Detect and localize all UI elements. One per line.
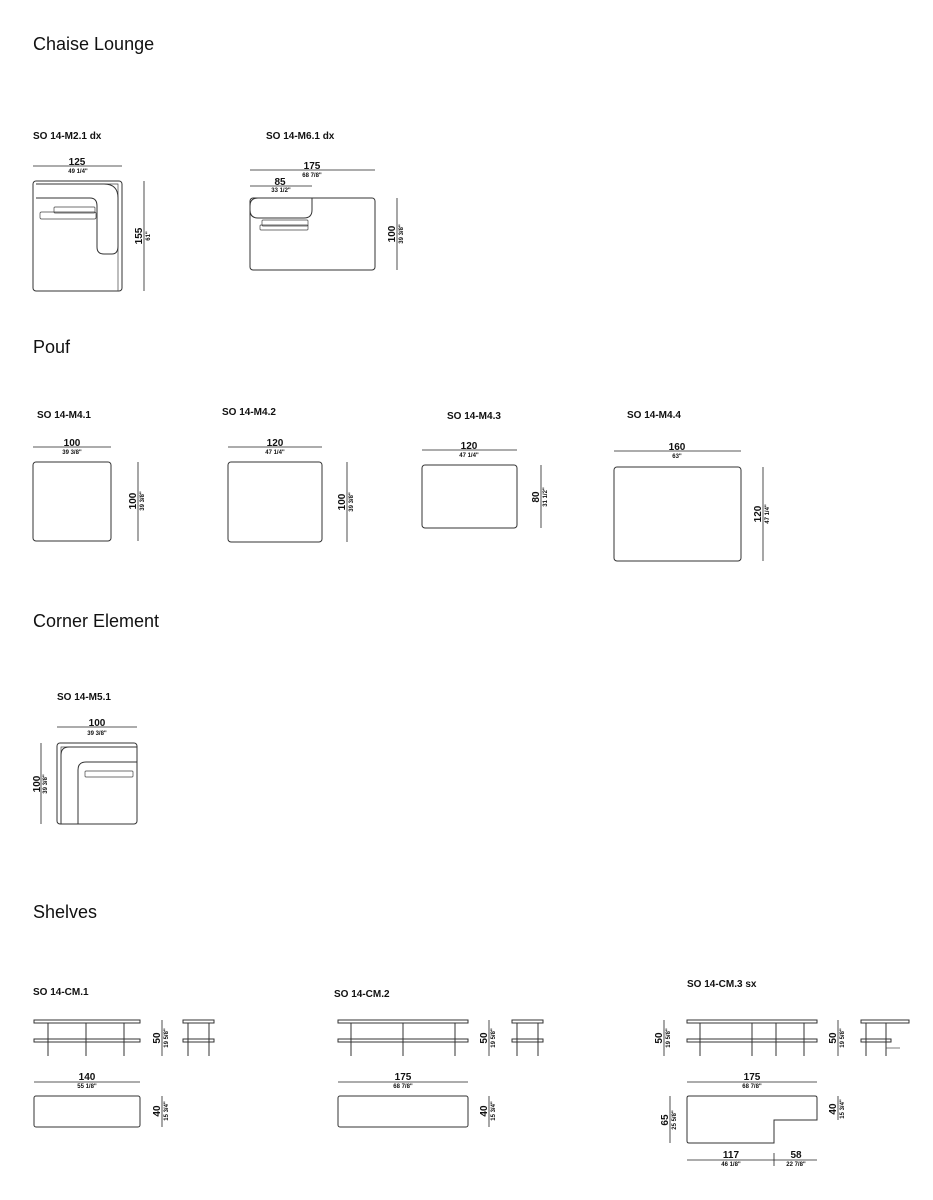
dim-width: 100 [89, 718, 106, 729]
dim-depth-inch: 39 3/8" [399, 224, 405, 244]
product-code-so14-m4-4: SO 14-M4.4 [627, 410, 681, 421]
dim-depth-inch: 15 3/4" [491, 1101, 497, 1121]
section-title-pouf: Pouf [33, 337, 71, 357]
drawing-so14-m4-1: 100 39 3/8" 100 39 3/8" [32, 438, 146, 542]
product-code-so14-m6-1-dx: SO 14-M6.1 dx [266, 131, 335, 142]
drawing-so14-m4-4: 160 63" 120 47 1/4" [613, 442, 771, 562]
dim-width: 175 [395, 1072, 412, 1083]
dim-depth: 155 [134, 227, 145, 244]
drawing-so14-m4-2: 120 47 1/4" 100 39 3/8" [227, 438, 355, 543]
dim-width: 175 [744, 1072, 761, 1083]
dim-seat: 85 [274, 177, 286, 188]
dim-height-right-inch: 19 5/8" [840, 1028, 846, 1048]
dim-depth: 100 [387, 225, 398, 242]
product-code-so14-m2-1-dx: SO 14-M2.1 dx [33, 131, 102, 142]
dim-width-inch: 68 7/8" [742, 1084, 762, 1090]
dim-height-left: 50 [654, 1032, 665, 1044]
dim-width-inch: 63" [672, 454, 682, 460]
dim-segment-a-inch: 46 1/8" [721, 1162, 741, 1168]
dim-seat-inch: 33 1/2" [271, 188, 291, 194]
drawing-so14-m5-1: 100 39 3/8" 100 39 3/8" [32, 718, 138, 825]
dim-depth: 100 [337, 493, 348, 510]
dim-width-inch: 39 3/8" [62, 450, 82, 456]
dim-depth-inch: 31 1/2" [543, 487, 549, 507]
dim-depth-inch: 39 3/8" [43, 774, 49, 794]
dim-height: 50 [152, 1032, 163, 1044]
dim-segment-b: 58 [790, 1150, 802, 1161]
dim-width-inch: 47 1/4" [265, 450, 285, 456]
dim-width-inch: 68 7/8" [302, 173, 322, 179]
dim-height-inch: 19 5/8" [491, 1028, 497, 1048]
dim-segment-b-inch: 22 7/8" [786, 1162, 806, 1168]
dim-depth-inch: 15 3/4" [164, 1101, 170, 1121]
dim-width-inch: 49 1/4" [68, 169, 88, 175]
dim-width-inch: 47 1/4" [459, 453, 479, 459]
section-title-shelves: Shelves [33, 902, 98, 922]
dim-height: 50 [479, 1032, 490, 1044]
drawing-so14-m4-3: 120 47 1/4" 80 31 1/2" [421, 441, 549, 529]
dim-width-inch: 39 3/8" [87, 731, 107, 737]
dim-width: 160 [669, 442, 686, 453]
dim-width: 175 [304, 161, 321, 172]
dim-depth-left-inch: 25 5/8" [672, 1110, 678, 1130]
dim-depth-left: 65 [660, 1114, 671, 1126]
section-title-corner-element: Corner Element [33, 611, 160, 631]
dim-depth-inch: 61" [146, 231, 152, 241]
drawing-so14-m6-1-dx: 175 68 7/8" 85 33 1/2" 100 39 3/8" [249, 161, 405, 271]
product-code-so14-cm-1: SO 14-CM.1 [33, 987, 89, 998]
dim-depth-inch: 39 3/8" [140, 491, 146, 511]
dim-height-left-inch: 19 5/8" [666, 1028, 672, 1048]
product-code-so14-cm-3-sx: SO 14-CM.3 sx [687, 979, 757, 990]
dim-width-inch: 55 1/8" [77, 1084, 97, 1090]
dim-depth: 120 [753, 505, 764, 522]
dim-height-right: 50 [828, 1032, 839, 1044]
dim-width: 100 [64, 438, 81, 449]
drawing-so14-m2-1-dx: 125 49 1/4" 155 61" [32, 157, 152, 292]
drawing-so14-cm-1: 50 19 5/8" 140 55 1/8" 40 15 3/4" [33, 1019, 215, 1128]
dim-depth: 40 [479, 1105, 490, 1117]
drawing-so14-cm-3-sx: 50 19 5/8" 50 19 5/8" 175 68 7/8" 65 25 … [654, 1019, 910, 1168]
dim-width: 120 [461, 441, 478, 452]
dim-depth: 80 [531, 491, 542, 503]
dim-depth: 40 [152, 1105, 163, 1117]
dim-width: 125 [69, 157, 86, 168]
product-code-so14-cm-2: SO 14-CM.2 [334, 989, 390, 1000]
dim-depth: 100 [128, 492, 139, 509]
product-code-so14-m5-1: SO 14-M5.1 [57, 692, 111, 703]
product-code-so14-m4-1: SO 14-M4.1 [37, 410, 91, 421]
dim-depth-inch: 39 3/8" [349, 492, 355, 512]
drawing-so14-cm-2: 50 19 5/8" 175 68 7/8" 40 15 3/4" [337, 1019, 544, 1128]
section-title-chaise-lounge: Chaise Lounge [33, 34, 155, 54]
product-code-so14-m4-3: SO 14-M4.3 [447, 411, 501, 422]
dim-depth-right-inch: 15 3/4" [840, 1099, 846, 1119]
product-code-so14-m4-2: SO 14-M4.2 [222, 407, 276, 418]
dim-width: 120 [267, 438, 284, 449]
dim-depth-right: 40 [828, 1103, 839, 1115]
dim-segment-a: 117 [723, 1150, 740, 1161]
dim-height-inch: 19 5/8" [164, 1028, 170, 1048]
dim-depth: 100 [32, 775, 43, 792]
dim-depth-inch: 47 1/4" [765, 504, 771, 524]
dim-width-inch: 68 7/8" [393, 1084, 413, 1090]
dim-width: 140 [79, 1072, 96, 1083]
